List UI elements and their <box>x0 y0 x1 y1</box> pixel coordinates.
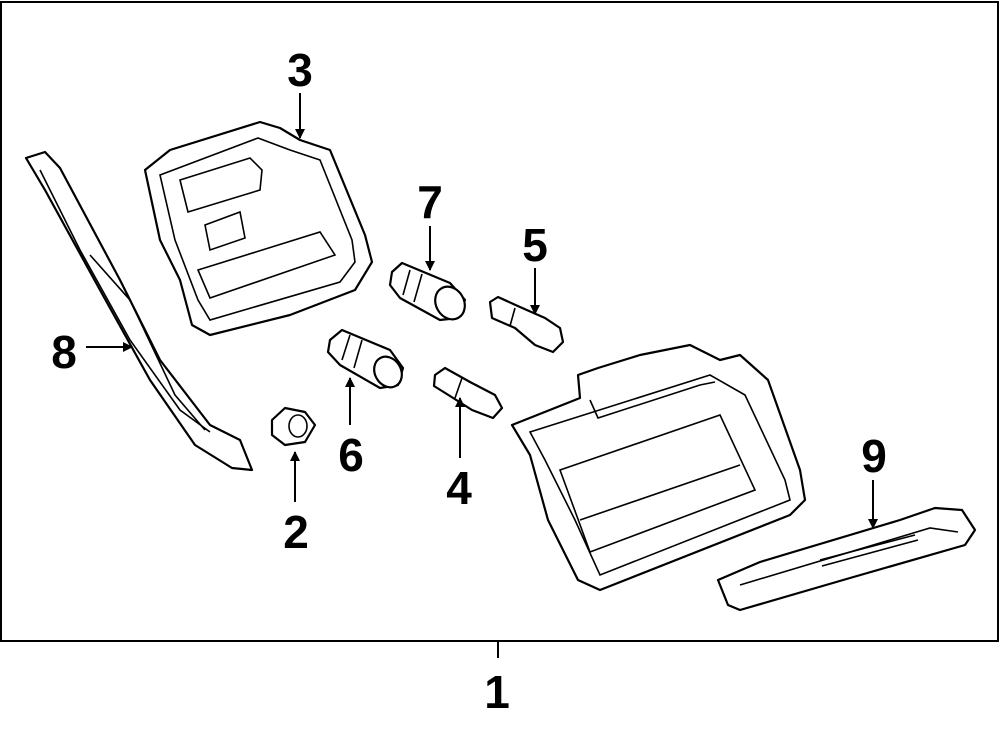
part-1-lamp-assembly[interactable] <box>510 343 807 592</box>
part-2-nut[interactable] <box>270 406 317 447</box>
part-9-reflector-strip[interactable] <box>716 506 977 612</box>
callout-1: 1 <box>484 666 510 718</box>
callout-8: 8 <box>51 326 77 378</box>
part-3-lamp-housing[interactable] <box>143 120 374 337</box>
assembly-frame <box>0 1 999 642</box>
part-6-bulb-socket[interactable] <box>326 328 407 392</box>
callout-4: 4 <box>446 462 472 514</box>
callout-3: 3 <box>287 44 313 96</box>
callout-7: 7 <box>417 176 443 228</box>
part-4-bulb[interactable] <box>432 366 504 420</box>
part-7-bulb-socket[interactable] <box>388 261 471 325</box>
callout-2: 2 <box>283 506 309 558</box>
part-8-pillar-trim[interactable] <box>24 150 254 472</box>
callout-9: 9 <box>861 430 887 482</box>
part-5-bulb[interactable] <box>488 295 565 354</box>
callout-6: 6 <box>338 429 364 481</box>
callout-5: 5 <box>522 219 548 271</box>
